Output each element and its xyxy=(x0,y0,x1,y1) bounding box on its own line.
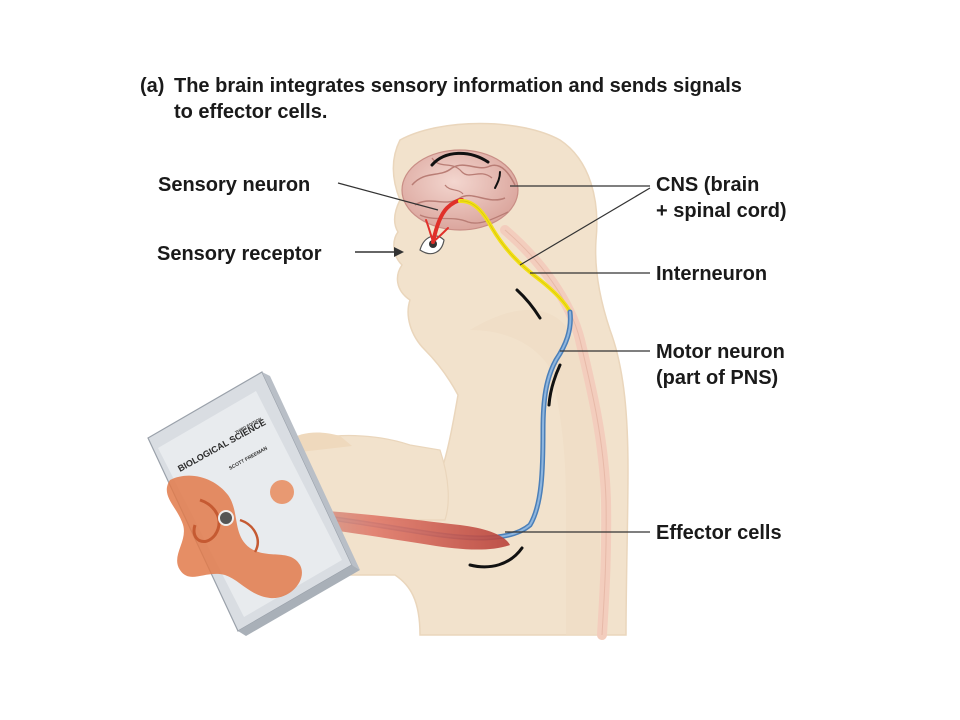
leader-lines xyxy=(337,182,651,533)
brain xyxy=(401,149,519,231)
label-cns-line-1: CNS (brain xyxy=(656,174,760,196)
leader-sensory-neuron xyxy=(337,182,439,211)
label-motor-neuron: Motor neuron (part of PNS) xyxy=(656,339,785,391)
label-cns: CNS (brain + spinal cord) xyxy=(656,172,787,224)
caption-line-2: to effector cells. xyxy=(174,101,328,123)
caption-letter: (a) xyxy=(140,75,165,97)
label-interneuron: Interneuron xyxy=(656,263,768,285)
label-sensory-receptor: Sensory receptor xyxy=(157,243,322,265)
label-sensory-neuron: Sensory neuron xyxy=(158,174,311,196)
book: THIRD EDITION BIOLOGICAL SCIENCE SCOTT F… xyxy=(147,371,360,636)
figure-caption: (a) The brain integrates sensory informat… xyxy=(140,73,742,125)
label-effector-cells: Effector cells xyxy=(656,522,782,544)
leader-cns-cord xyxy=(519,187,651,266)
sensory-receptor-arrow xyxy=(355,247,404,257)
book-cover-art xyxy=(166,475,302,599)
label-motor-line-2: (part of PNS) xyxy=(656,367,779,389)
motion-arcs xyxy=(468,288,562,569)
label-cns-line-2: + spinal cord) xyxy=(656,200,787,222)
caption-line-1: The brain integrates sensory information… xyxy=(174,75,742,97)
label-motor-line-1: Motor neuron xyxy=(656,341,785,363)
